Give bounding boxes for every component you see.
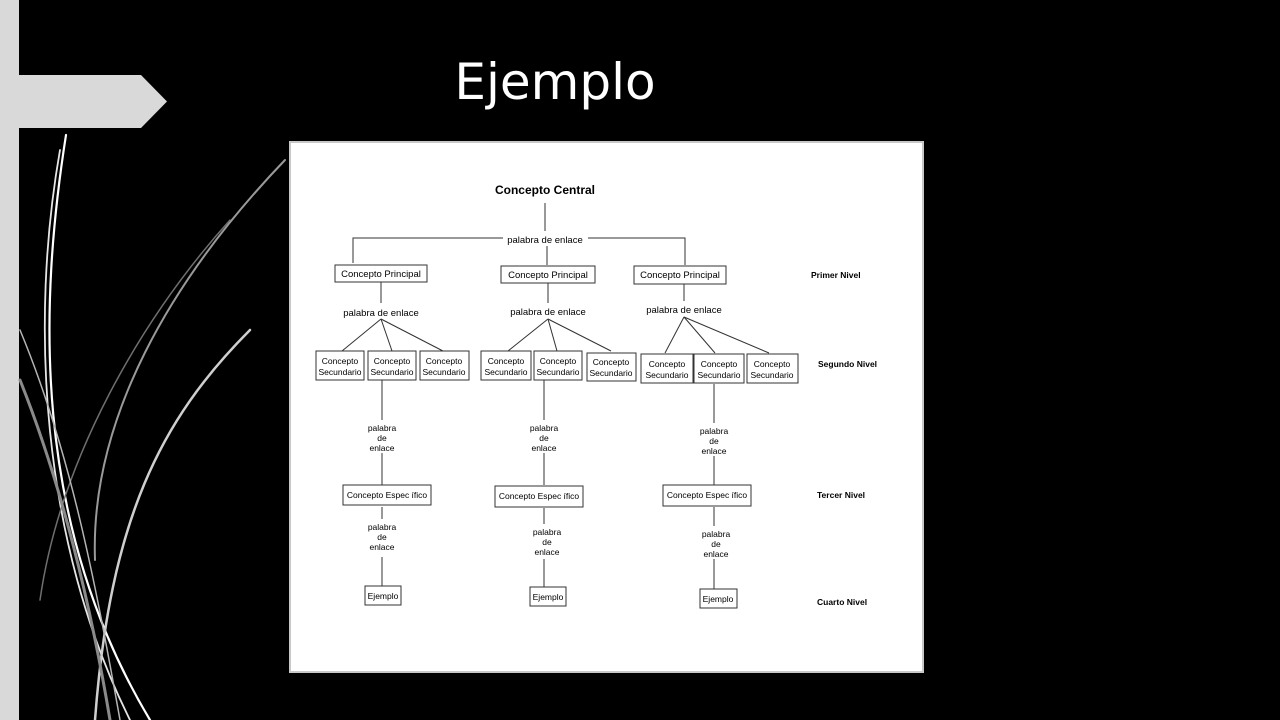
level-label: Tercer Nivel (817, 490, 865, 500)
svg-text:enlace: enlace (703, 549, 728, 559)
secondary-concept: Concepto Secundario (480, 350, 532, 381)
svg-text:Concepto: Concepto (426, 356, 463, 366)
svg-text:Concepto: Concepto (540, 356, 577, 366)
svg-text:palabra: palabra (702, 529, 731, 539)
svg-text:Ejemplo: Ejemplo (368, 591, 399, 601)
principal-concept: Concepto Principal (633, 265, 727, 285)
svg-text:Concepto Principal: Concepto Principal (341, 269, 421, 280)
svg-text:de: de (542, 537, 552, 547)
secondary-concept: Concepto Secundario (640, 353, 694, 384)
svg-text:palabra: palabra (368, 522, 397, 532)
svg-text:enlace: enlace (369, 443, 394, 453)
level-label: Cuarto Nivel (817, 597, 867, 607)
link-label: palabra de enlace (510, 307, 586, 318)
svg-text:Concepto Principal: Concepto Principal (508, 270, 588, 281)
slide-title: Ejemplo (454, 53, 656, 111)
svg-text:Concepto Espec ífico: Concepto Espec ífico (347, 490, 428, 500)
central-concept: Concepto Central (495, 183, 595, 197)
link-label: palabra de enlace (646, 305, 722, 316)
svg-text:Concepto Espec ífico: Concepto Espec ífico (499, 491, 580, 501)
level-label: Segundo Nivel (818, 359, 877, 369)
svg-text:Secundario: Secundario (370, 367, 413, 377)
svg-text:palabra: palabra (530, 423, 559, 433)
link-label-top: palabra de enlace (507, 235, 583, 246)
svg-text:de: de (377, 532, 387, 542)
svg-text:enlace: enlace (369, 542, 394, 552)
svg-text:enlace: enlace (701, 446, 726, 456)
concept-map-diagram: Concepto Central palabra de enlace Conce… (289, 141, 924, 673)
link-label: palabra de enlace (695, 528, 735, 559)
svg-text:Secundario: Secundario (697, 370, 740, 380)
example-box: Ejemplo (699, 588, 738, 609)
link-label: palabra de enlace (525, 422, 565, 453)
svg-text:Secundario: Secundario (484, 367, 527, 377)
concept-map-svg: Concepto Central palabra de enlace Conce… (315, 183, 877, 609)
svg-text:Ejemplo: Ejemplo (533, 592, 564, 602)
svg-text:Concepto: Concepto (488, 356, 525, 366)
principal-concept: Concepto Principal (334, 264, 428, 283)
svg-text:Concepto: Concepto (593, 357, 630, 367)
svg-text:Secundario: Secundario (645, 370, 688, 380)
svg-text:Concepto: Concepto (754, 359, 791, 369)
svg-text:de: de (377, 433, 387, 443)
svg-text:de: de (539, 433, 549, 443)
example-box: Ejemplo (364, 585, 402, 606)
svg-text:Concepto: Concepto (322, 356, 359, 366)
svg-text:palabra: palabra (700, 426, 729, 436)
link-label: palabra de enlace (695, 425, 735, 456)
link-label: palabra de enlace (343, 308, 419, 319)
specific-concept: Concepto Espec ífico (494, 485, 584, 508)
specific-concept: Concepto Espec ífico (662, 484, 752, 507)
secondary-concept: Concepto Secundario (586, 352, 637, 382)
svg-text:Ejemplo: Ejemplo (703, 594, 734, 604)
svg-text:de: de (709, 436, 719, 446)
svg-text:palabra: palabra (533, 527, 562, 537)
svg-text:Concepto: Concepto (374, 356, 411, 366)
link-label-bg (503, 232, 588, 245)
secondary-concept: Concepto Secundario (746, 353, 799, 384)
link-label: palabra de enlace (363, 521, 403, 552)
svg-text:Concepto Espec ífico: Concepto Espec ífico (667, 490, 748, 500)
svg-text:Secundario: Secundario (589, 368, 632, 378)
svg-text:Secundario: Secundario (318, 367, 361, 377)
title-tab-shape (19, 75, 167, 128)
connector-lines (341, 203, 770, 589)
svg-text:de: de (711, 539, 721, 549)
secondary-concept: Concepto Secundario (315, 350, 365, 381)
svg-text:enlace: enlace (534, 547, 559, 557)
svg-text:Secundario: Secundario (536, 367, 579, 377)
level-label: Primer Nivel (811, 270, 861, 280)
secondary-concept: Concepto Secundario (419, 350, 470, 381)
secondary-concept: Concepto Secundario (533, 350, 583, 381)
secondary-concept: Concepto Secundario (693, 353, 745, 384)
svg-text:Secundario: Secundario (422, 367, 465, 377)
svg-text:Concepto: Concepto (701, 359, 738, 369)
left-accent-strip (0, 0, 19, 720)
svg-text:Concepto Principal: Concepto Principal (640, 270, 720, 281)
svg-text:enlace: enlace (531, 443, 556, 453)
principal-concept: Concepto Principal (500, 265, 596, 284)
svg-text:palabra: palabra (368, 423, 397, 433)
specific-concept: Concepto Espec ífico (342, 484, 432, 506)
link-label: palabra de enlace (363, 422, 403, 453)
secondary-concept: Concepto Secundario (367, 350, 417, 381)
svg-text:Concepto: Concepto (649, 359, 686, 369)
svg-text:Secundario: Secundario (750, 370, 793, 380)
link-label: palabra de enlace (525, 526, 565, 557)
example-box: Ejemplo (529, 586, 567, 607)
